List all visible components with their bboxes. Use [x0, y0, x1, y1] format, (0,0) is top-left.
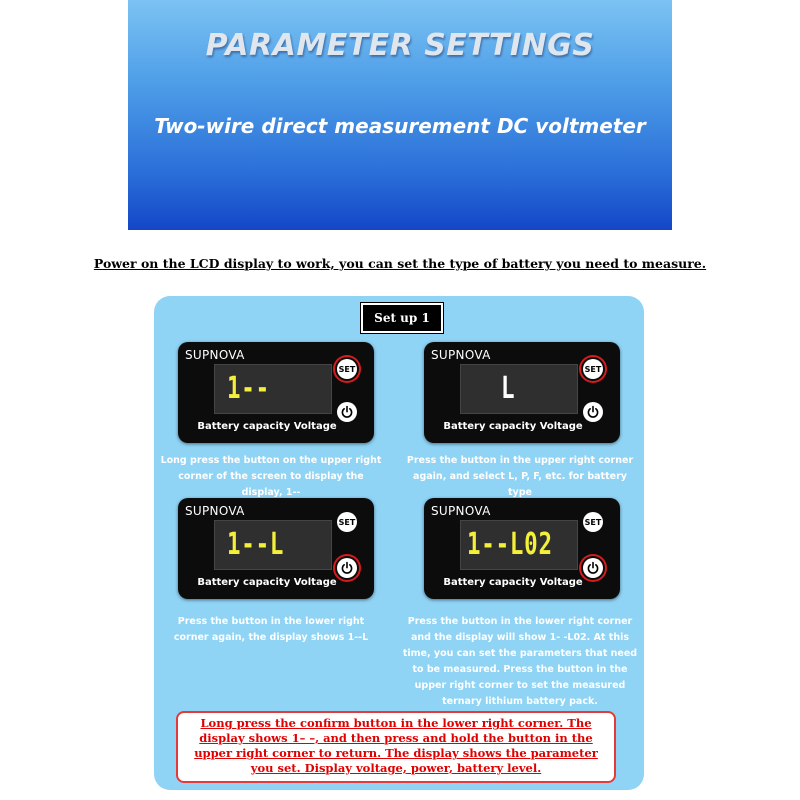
setup-badge: Set up 1 [361, 303, 443, 333]
intro-text: Power on the LCD display to work, you ca… [93, 256, 707, 271]
set-button[interactable]: SET [583, 512, 603, 532]
step-1-note: Long press the button on the upper right… [160, 455, 382, 498]
device-step-3: SUPNOVA 1--L Battery capacity Voltage SE… [178, 498, 374, 599]
power-button[interactable] [583, 558, 603, 578]
device-caption: Battery capacity Voltage [443, 421, 583, 432]
device-caption: Battery capacity Voltage [197, 421, 337, 432]
device-brand: SUPNOVA [185, 348, 245, 362]
power-icon [341, 561, 353, 574]
lcd-readout: 1--L02 [467, 527, 553, 562]
lcd-screen: 1--L02 [460, 520, 578, 570]
power-button[interactable] [337, 402, 357, 422]
final-instruction: Long press the confirm button in the low… [176, 711, 616, 783]
lcd-readout: 1--L [227, 527, 285, 562]
device-brand: SUPNOVA [431, 348, 491, 362]
lcd-screen: 1--L [214, 520, 332, 570]
lcd-readout: 1-- [227, 371, 270, 406]
set-button[interactable]: SET [337, 512, 357, 532]
final-instruction-text: Long press the confirm button in the low… [194, 716, 598, 775]
device-caption: Battery capacity Voltage [443, 577, 583, 588]
page-title: PARAMETER SETTINGS [205, 28, 595, 63]
power-icon [587, 561, 599, 574]
power-button[interactable] [337, 558, 357, 578]
power-button[interactable] [583, 402, 603, 422]
lcd-readout: L [501, 371, 516, 406]
device-caption: Battery capacity Voltage [197, 577, 337, 588]
device-step-4: SUPNOVA 1--L02 Battery capacity Voltage … [424, 498, 620, 599]
power-icon [341, 405, 353, 418]
device-brand: SUPNOVA [431, 504, 491, 518]
lcd-screen: 1-- [214, 364, 332, 414]
set-button[interactable]: SET [337, 359, 357, 379]
device-step-1: SUPNOVA 1-- Battery capacity Voltage SET [178, 342, 374, 443]
power-icon [587, 405, 599, 418]
header-banner: PARAMETER SETTINGS Two-wire direct measu… [128, 0, 672, 230]
page-subtitle: Two-wire direct measurement DC voltmeter [154, 114, 646, 138]
device-brand: SUPNOVA [185, 504, 245, 518]
step-3-note: Press the button in the lower right corn… [173, 616, 369, 643]
lcd-screen: L [460, 364, 578, 414]
set-button[interactable]: SET [583, 359, 603, 379]
step-2-note: Press the button in the upper right corn… [406, 455, 634, 498]
step-4-note: Press the button in the lower right corn… [402, 616, 638, 707]
device-step-2: SUPNOVA L Battery capacity Voltage SET [424, 342, 620, 443]
